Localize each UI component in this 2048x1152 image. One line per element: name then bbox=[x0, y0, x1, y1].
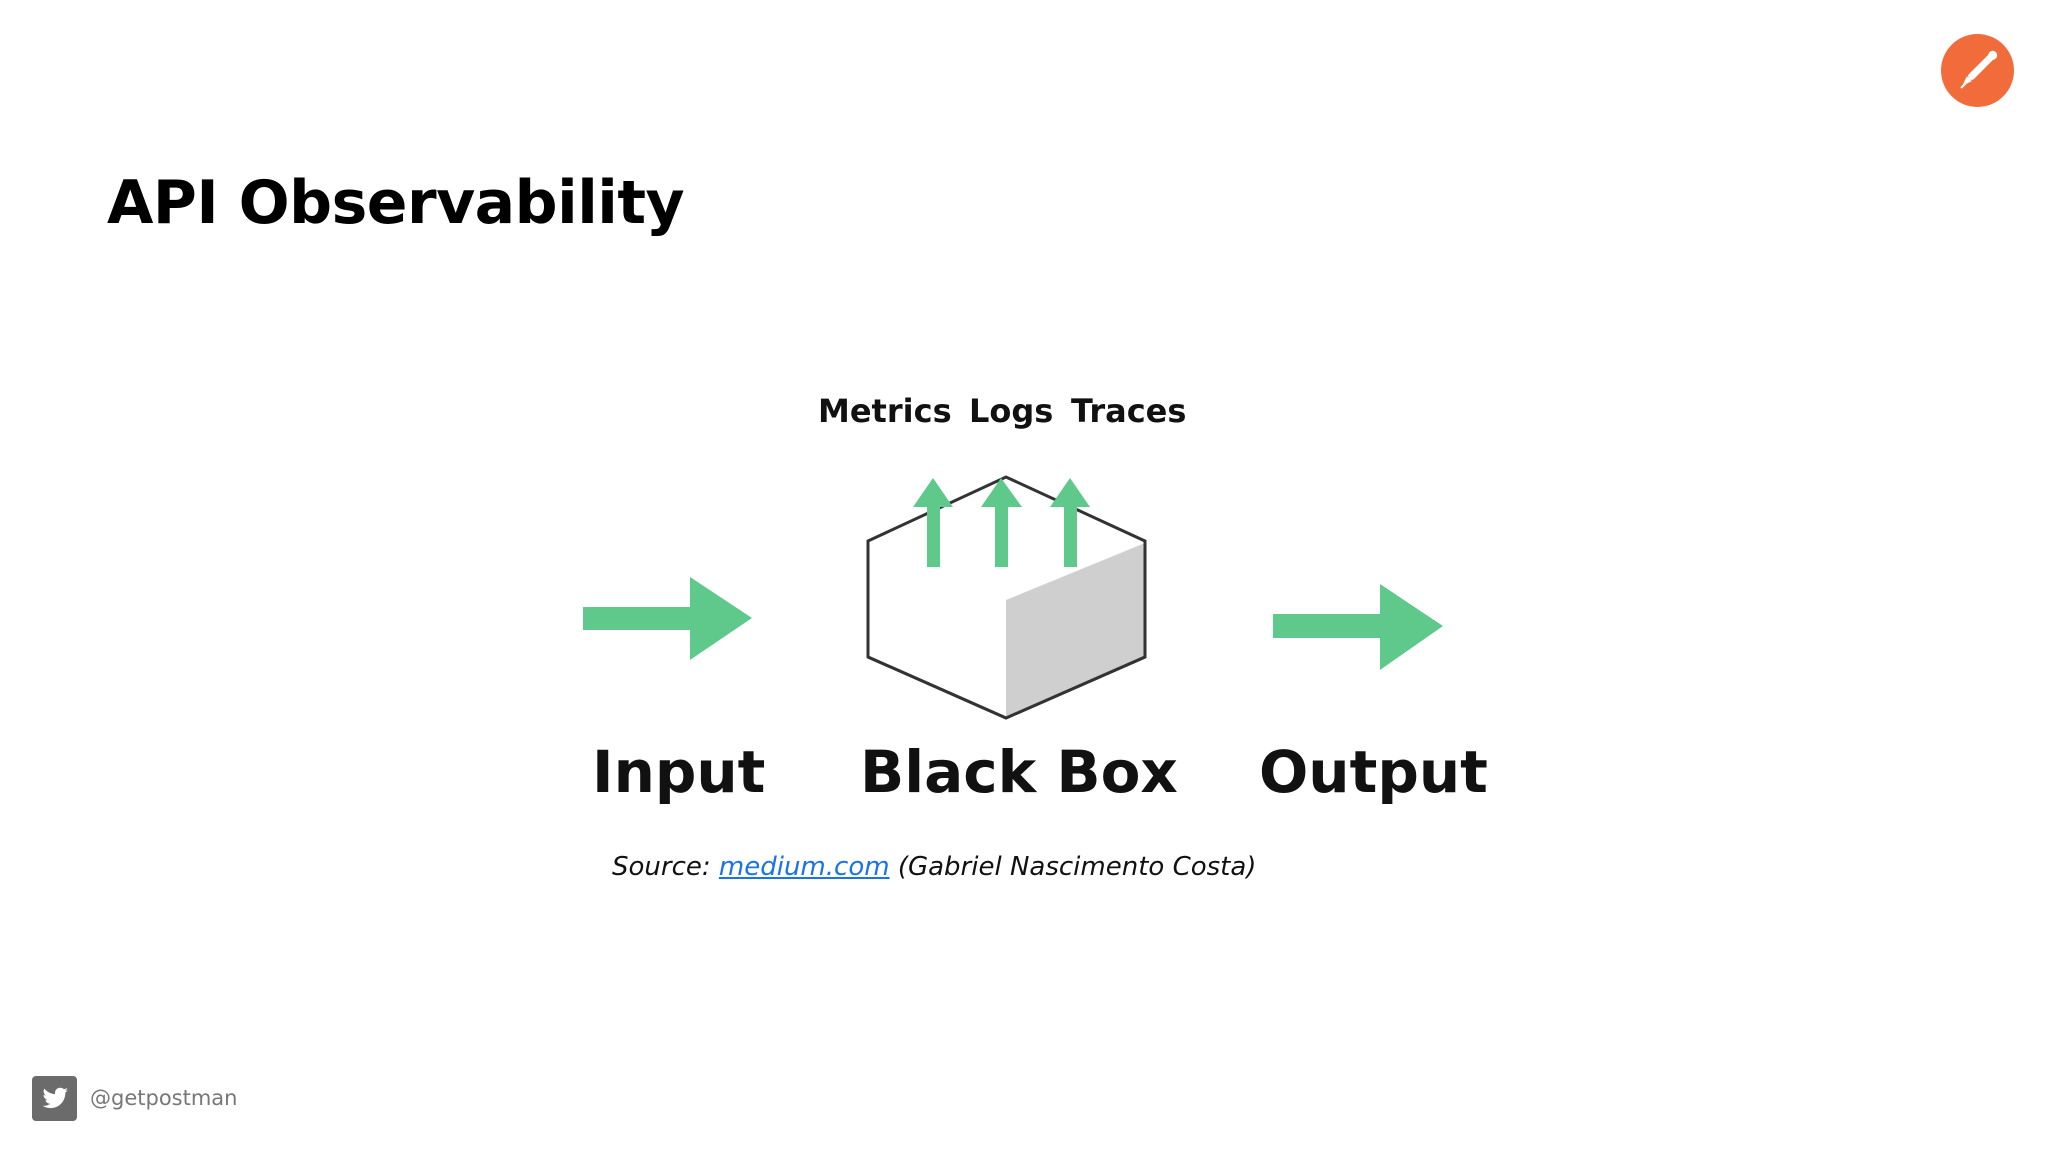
source-author: (Gabriel Nascimento Costa) bbox=[889, 852, 1257, 882]
logs-arrow-icon bbox=[981, 478, 1022, 567]
metrics-label: Metrics bbox=[818, 392, 952, 430]
traces-label: Traces bbox=[1071, 392, 1187, 430]
postman-logo-icon bbox=[1941, 34, 2014, 107]
output-label: Output bbox=[1259, 738, 1488, 806]
source-prefix: Source: bbox=[612, 852, 719, 882]
page-title: API Observability bbox=[107, 168, 685, 238]
traces-arrow-icon bbox=[1050, 478, 1090, 567]
output-arrow-icon bbox=[1273, 584, 1443, 670]
source-link[interactable]: medium.com bbox=[718, 852, 890, 882]
black-box-label: Black Box bbox=[860, 738, 1178, 806]
source-citation: Source: medium.com (Gabriel Nascimento C… bbox=[612, 852, 1256, 882]
metrics-arrow-icon bbox=[913, 478, 953, 567]
twitter-icon bbox=[32, 1076, 77, 1121]
logs-label: Logs bbox=[969, 392, 1054, 430]
input-arrow-icon bbox=[583, 577, 752, 660]
input-label: Input bbox=[592, 738, 766, 806]
twitter-handle[interactable]: @getpostman bbox=[90, 1086, 238, 1110]
